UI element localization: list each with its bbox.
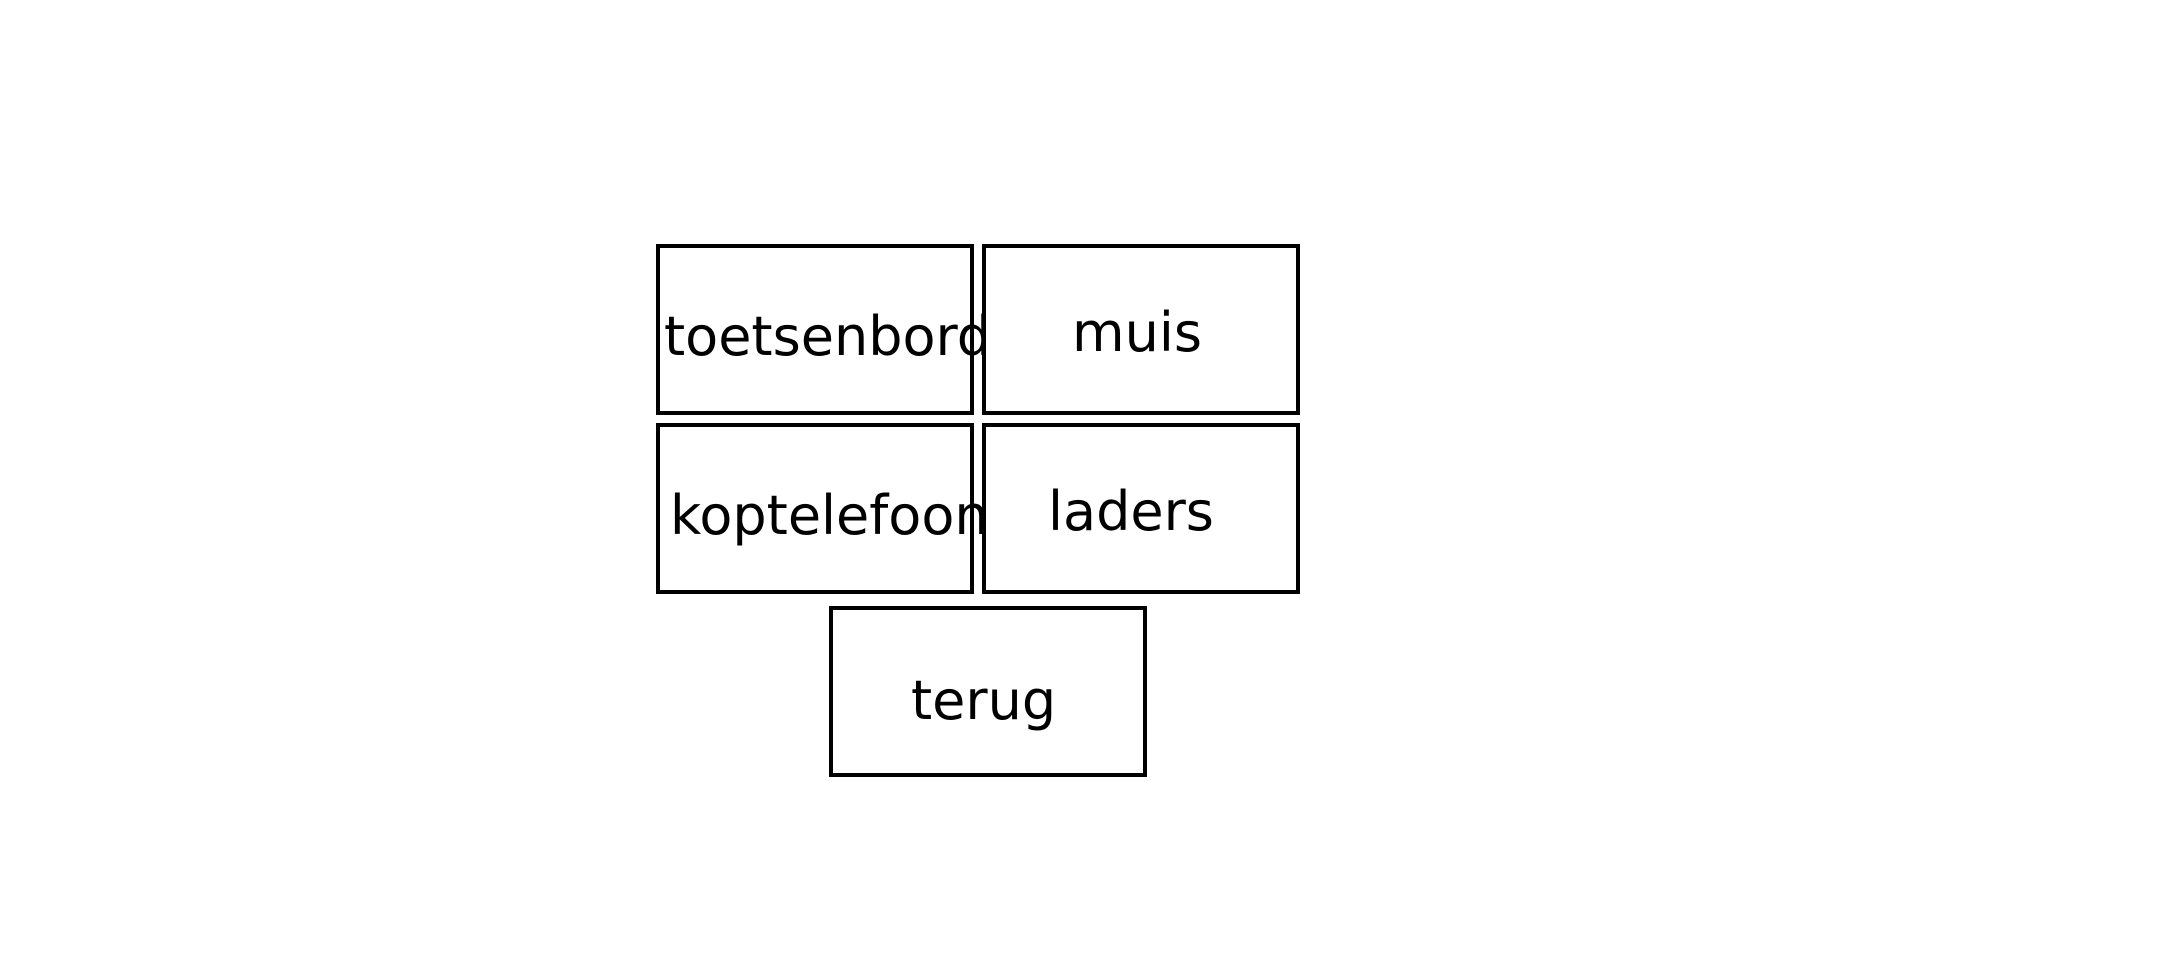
- toetsenbord-button[interactable]: toetsenbord: [656, 244, 991, 415]
- back-button-label: terug: [911, 669, 1057, 732]
- koptelefoon-button-label: koptelefoon: [670, 484, 989, 547]
- muis-button-label: muis: [1072, 301, 1202, 364]
- laders-button[interactable]: laders: [982, 423, 1300, 594]
- laders-button-label: laders: [1048, 480, 1214, 543]
- koptelefoon-button[interactable]: koptelefoon: [656, 423, 989, 594]
- back-button[interactable]: terug: [829, 606, 1147, 777]
- toetsenbord-button-label: toetsenbord: [664, 305, 992, 368]
- muis-button[interactable]: muis: [982, 244, 1300, 415]
